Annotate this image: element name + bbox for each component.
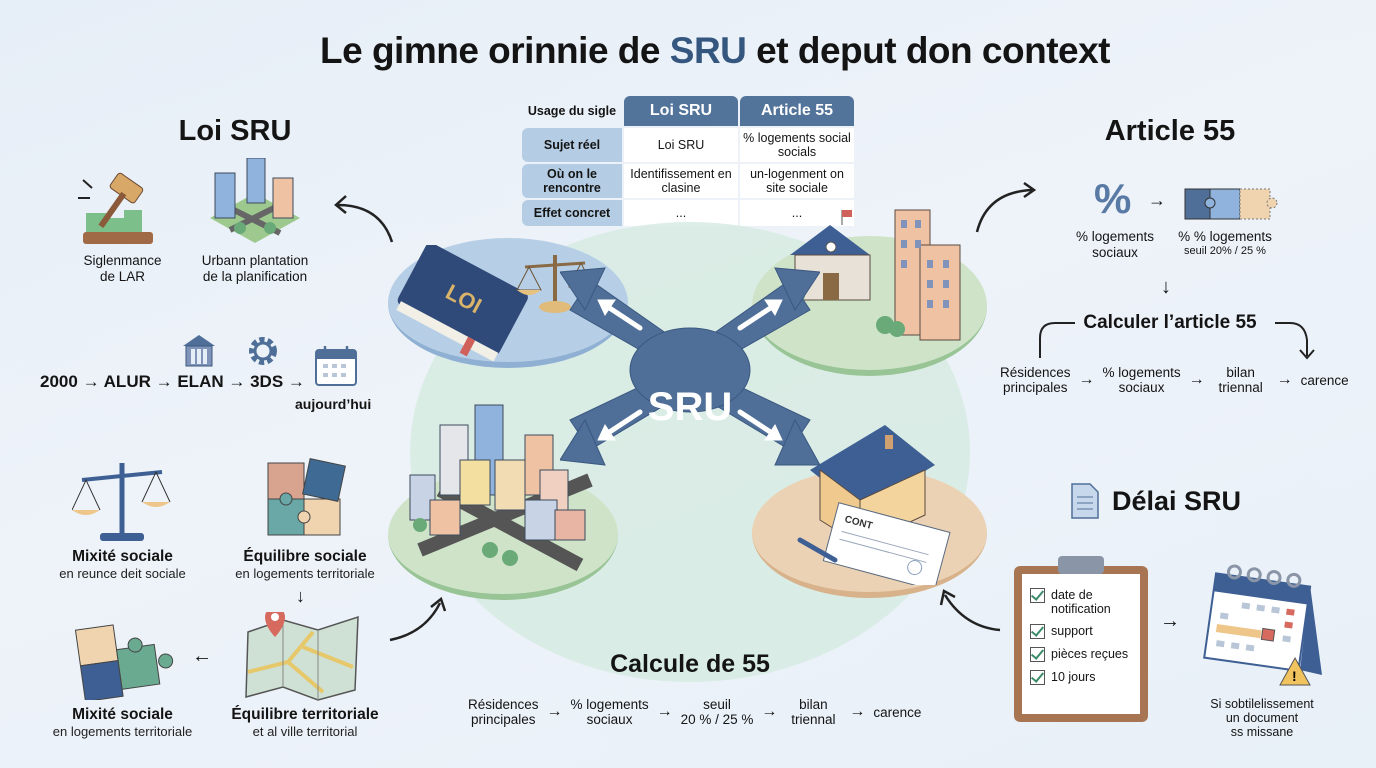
map-icon — [245, 612, 359, 701]
article55-heading: Article 55 — [1104, 115, 1236, 147]
clipboard: date de notification support pièces reçu… — [1014, 566, 1148, 722]
left-arrow-icon: ← — [192, 645, 212, 667]
down-arrow-icon: ↓ — [1161, 276, 1171, 298]
table-row: Effet concret ... ... — [522, 200, 854, 226]
calcule-heading: Calcule de 55 — [610, 650, 770, 678]
usage-table: Usage du sigle Loi SRU Article 55 Sujet … — [520, 94, 860, 228]
table-col-article-55: Article 55 — [740, 96, 854, 126]
puzzle-bar-icon — [1184, 188, 1278, 220]
check-icon — [1030, 588, 1045, 603]
table-row: Où on le rencontre Identifissement en cl… — [522, 164, 854, 198]
page-title: Le gimne orinnie de SRU et deput don con… — [319, 30, 1111, 71]
calendar-warning-icon: ! — [1203, 564, 1322, 686]
document-icon — [1071, 483, 1099, 519]
svg-text:!: ! — [1292, 668, 1297, 684]
city-icon — [409, 404, 593, 572]
down-arrow-icon: ↓ — [296, 586, 305, 606]
warning-caption: Si sobtilelissement un document ss missa… — [1210, 697, 1314, 739]
table-row: Sujet réel Loi SRU % logements social so… — [522, 128, 854, 162]
puzzle-icon — [75, 624, 174, 700]
value-equilibre-territoriale: Équilibre territoriale et al ville terri… — [231, 706, 379, 739]
title-accent: SRU — [669, 30, 747, 71]
city-block-icon — [210, 158, 300, 243]
percent-icon: % — [1094, 175, 1132, 222]
curved-arrow-icon — [389, 596, 447, 642]
curved-arrow-icon — [975, 181, 1037, 233]
puzzle-icon — [267, 458, 346, 536]
value-mixite-1: Mixité sociale en reunce deit sociale — [59, 548, 186, 581]
gavel-icon — [78, 172, 153, 244]
article55-right-caption: % % logements seuil 20% / 25 % — [1178, 229, 1272, 257]
house-contract-icon: CONT — [797, 425, 951, 585]
right-arrow-icon: → — [1160, 610, 1180, 632]
town-hall-icon — [789, 209, 961, 341]
timeline: 2000 → ALUR → ELAN → 3DS → — [40, 372, 305, 391]
checklist-item: support — [1030, 624, 1132, 639]
right-arrow-icon: → — [1148, 190, 1166, 210]
sru-cross-arrows — [560, 267, 820, 466]
bracket-arrow-icon — [1039, 322, 1315, 360]
loi-sru-heading: Loi SRU — [178, 115, 292, 147]
timeline-end-label: aujourd’hui — [295, 396, 372, 412]
checklist-item: date de notification — [1030, 588, 1132, 616]
check-icon — [1030, 624, 1045, 639]
check-icon — [1030, 647, 1045, 662]
calendar-icon — [315, 346, 357, 386]
delai-heading: Délai SRU — [1112, 486, 1242, 516]
table-col-loi-sru: Loi SRU — [624, 96, 738, 126]
gear-icon — [249, 337, 277, 365]
calc-article55-heading: Calculer l’article 55 — [1083, 312, 1257, 333]
check-icon — [1030, 670, 1045, 685]
city-block-caption: Urbann plantation de la planification — [201, 253, 309, 284]
clipboard-clip — [1058, 556, 1104, 574]
gavel-caption: Siglenmance de LAR — [83, 253, 162, 284]
article55-left-caption: % logements sociaux — [1075, 229, 1155, 260]
value-mixite-2: Mixité sociale en logements territoriale — [52, 706, 193, 739]
table-corner: Usage du sigle — [527, 104, 617, 118]
institution-icon — [183, 335, 215, 367]
scale-icon — [72, 463, 171, 541]
curved-arrow-icon — [334, 195, 394, 243]
law-book-icon: LOI — [396, 245, 594, 362]
sru-center-label: SRU — [647, 385, 733, 429]
checklist-item: pièces reçues — [1030, 647, 1132, 662]
value-equilibre-sociale: Équilibre sociale en logements territori… — [235, 548, 375, 581]
checklist-item: 10 jours — [1030, 670, 1132, 685]
checklist: date de notification support pièces reçu… — [1030, 588, 1132, 685]
curved-arrow-icon — [939, 589, 1001, 632]
